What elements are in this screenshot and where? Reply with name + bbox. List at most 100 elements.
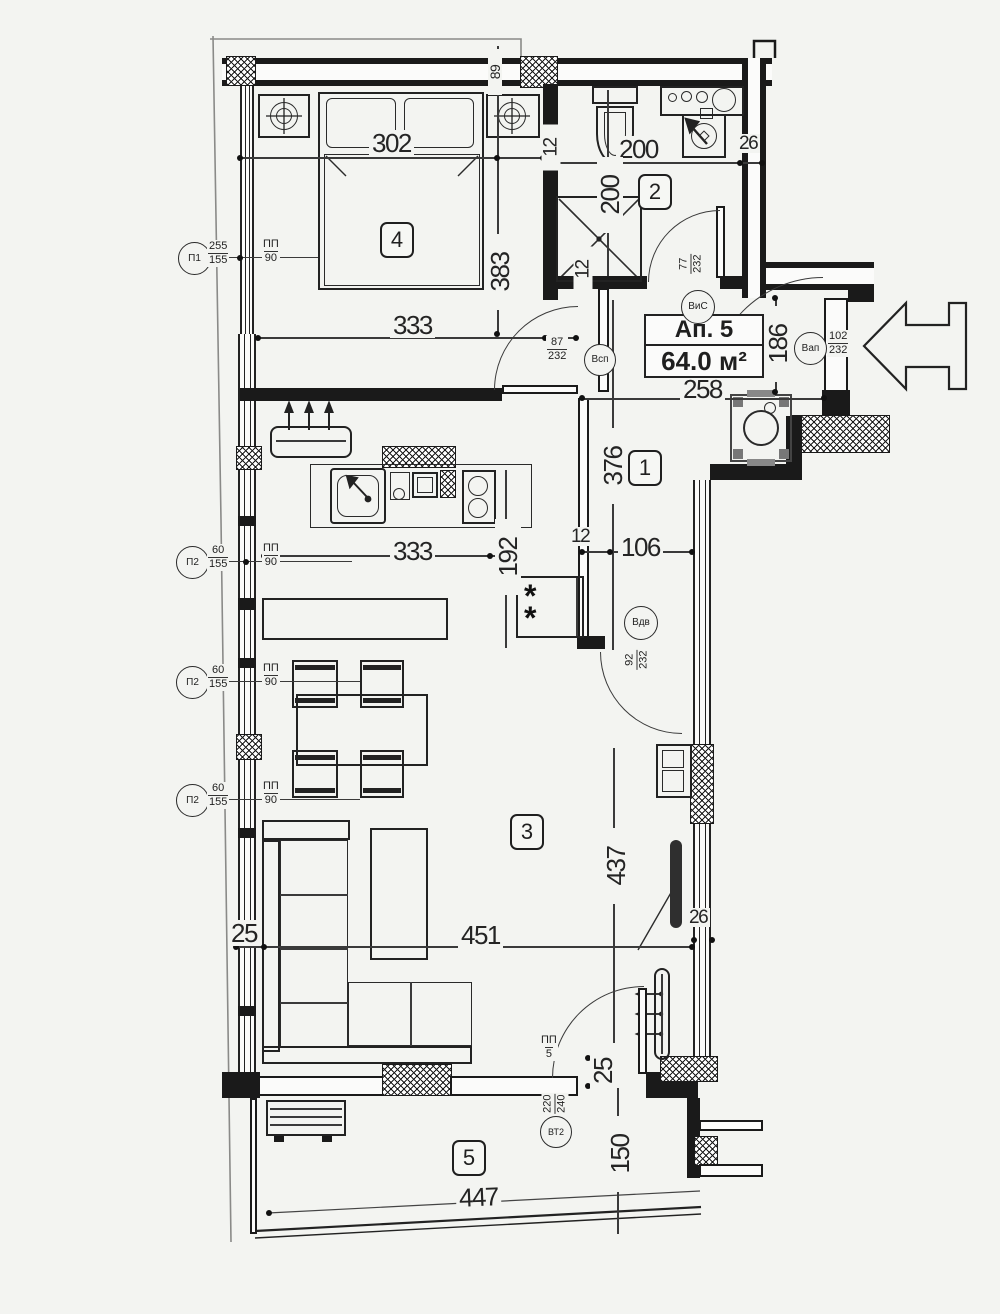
dim-12-wall: 12 (541, 124, 562, 171)
dim-dot (233, 944, 239, 950)
toilet-bowl-inner (604, 112, 626, 156)
dim-437-leader (637, 883, 677, 951)
dim-333-kitchen: 333 (390, 538, 435, 564)
sofa-cushion-line (280, 948, 348, 950)
sink-bowl (712, 88, 736, 112)
wall-post (238, 1006, 256, 1016)
chair (292, 660, 338, 708)
wall-living-bottom (222, 1072, 260, 1098)
freezer-star: * (524, 600, 537, 636)
size-num: ПП (541, 1034, 557, 1046)
dim-451: 451 (458, 922, 503, 948)
boiler-corner (779, 449, 789, 459)
dim-dot (709, 937, 715, 943)
dim-302: 302 (369, 130, 414, 156)
lamp-icon (498, 102, 526, 130)
window-size-p1: 255 155 (207, 240, 230, 268)
room-box-terrace: 5 (452, 1140, 486, 1176)
dim-200-width: 200 (616, 136, 661, 162)
dim-dot (255, 335, 261, 341)
dim-26-wall: 26 (736, 134, 761, 153)
dim-383: 383 (485, 234, 515, 310)
boiler-corner (733, 449, 743, 459)
boiler-tab (747, 390, 775, 397)
faucet-knob (668, 93, 677, 102)
door-tag-bathroom: ВиС (681, 290, 715, 324)
door-tag-bedroom: Всп (584, 344, 616, 376)
size-num: 60 (212, 544, 225, 556)
wall-post (238, 598, 256, 610)
window-size-p2: 60 155 (207, 782, 230, 810)
dim-dot (579, 395, 585, 401)
hatch-pier (236, 446, 262, 470)
room-box-bathroom: 2 (638, 174, 672, 210)
dim-line (240, 157, 545, 159)
window-tag-p2: П2 (176, 546, 209, 579)
washing-machine (682, 114, 726, 158)
radiator-terrace-door (654, 968, 670, 1060)
wall-below-entry (822, 390, 850, 418)
ac-slat (270, 1116, 342, 1118)
hatch-pier (382, 1064, 452, 1096)
dim-line (497, 46, 499, 334)
dim-437: 437 (601, 828, 631, 904)
window-tag-p2: П2 (176, 666, 209, 699)
blanket (324, 154, 480, 286)
dim-dot (243, 559, 249, 565)
burner (468, 476, 488, 496)
sofa-seats (280, 840, 348, 1048)
size-den: 90 (263, 555, 279, 569)
kitchen-sink (330, 468, 386, 524)
dim-12-wall: 12 (573, 246, 594, 293)
size-num: ПП (263, 238, 279, 250)
room-box-hall: 1 (628, 450, 662, 486)
burner (468, 498, 488, 518)
window-size-p2: 60 155 (207, 664, 230, 692)
door-tag-living: Вдв (624, 606, 658, 640)
hob-hatch (440, 470, 456, 498)
lamp-icon-inner (504, 108, 520, 124)
dim-dot (607, 549, 613, 555)
dim-12-wall: 12 (568, 527, 593, 546)
sofa-cushion-line (280, 1002, 348, 1004)
door-size-bedroom: 87 232 (546, 336, 569, 364)
hatch-pier (382, 446, 456, 468)
boiler-drum (743, 410, 779, 446)
size-num: ПП (263, 662, 279, 674)
size-den: 155 (208, 677, 229, 691)
cabinet-cell (662, 770, 684, 792)
wall-post (238, 658, 256, 668)
apartment-area: 64.0 м² (661, 346, 747, 376)
size-den: 90 (263, 793, 279, 807)
size-num: ПП (263, 542, 279, 554)
sofa-bottom-back (262, 1046, 472, 1064)
dim-line (613, 748, 615, 1070)
dim-150: 150 (605, 1116, 635, 1192)
wall-entry-bottom (710, 464, 802, 480)
window-mullion (245, 86, 251, 334)
chair (360, 750, 404, 798)
soap-dish (700, 108, 713, 119)
dim-192: 192 (493, 519, 523, 595)
hatch-party-wall (790, 415, 890, 453)
washer-drum (691, 123, 717, 149)
size-den: 155 (208, 557, 229, 571)
size-num: ПП (263, 780, 279, 792)
door-size-living: 92 232 (623, 648, 651, 671)
pillow (326, 98, 396, 148)
hatch-pier (660, 1056, 718, 1082)
dim-25-wall: 25 (228, 920, 260, 946)
terrace-pp-label: ПП 5 (540, 1034, 558, 1062)
window-wall-bedroom (240, 86, 254, 334)
dim-186: 186 (763, 306, 793, 382)
window-mullion (244, 334, 251, 1074)
stove-box (412, 472, 438, 498)
ac-foot (322, 1136, 332, 1142)
radiator-fin-line (276, 440, 346, 442)
dim-258: 258 (680, 376, 725, 402)
dim-447: 447 (455, 1181, 502, 1213)
window-pp-p2: ПП 90 (262, 662, 280, 690)
dim-dot (579, 549, 585, 555)
